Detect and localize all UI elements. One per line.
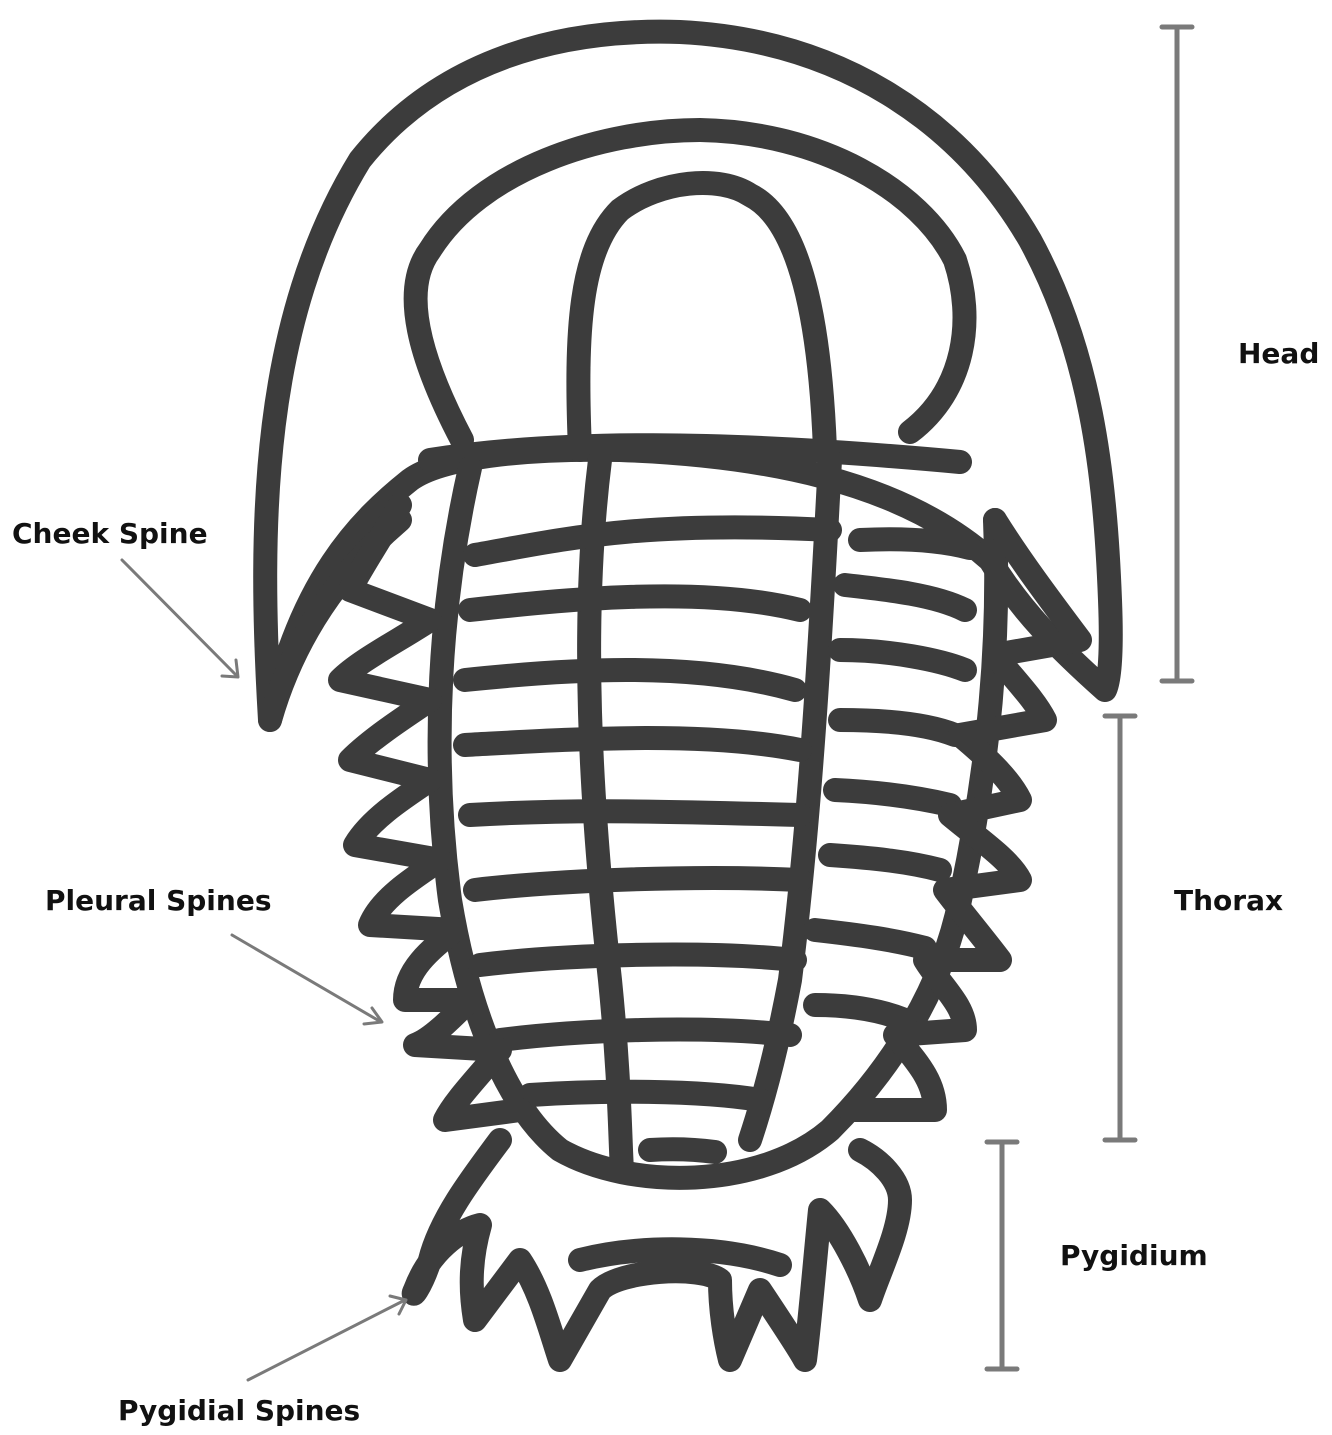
pygidium-label: Pygidium: [1060, 1242, 1208, 1270]
glabella-inner: [578, 183, 825, 450]
pleural-spines-pointer: [232, 935, 381, 1022]
thorax-label: Thorax: [1174, 887, 1283, 915]
pygidial-spines-label: Pygidial Spines: [118, 1397, 360, 1425]
cheek-spine-label: Cheek Spine: [12, 520, 208, 548]
pleural-spines-label: Pleural Spines: [45, 887, 272, 915]
head-label: Head: [1238, 340, 1319, 368]
cheek-spine-pointer: [122, 560, 236, 675]
pygidial-spines-pointer: [248, 1300, 405, 1380]
